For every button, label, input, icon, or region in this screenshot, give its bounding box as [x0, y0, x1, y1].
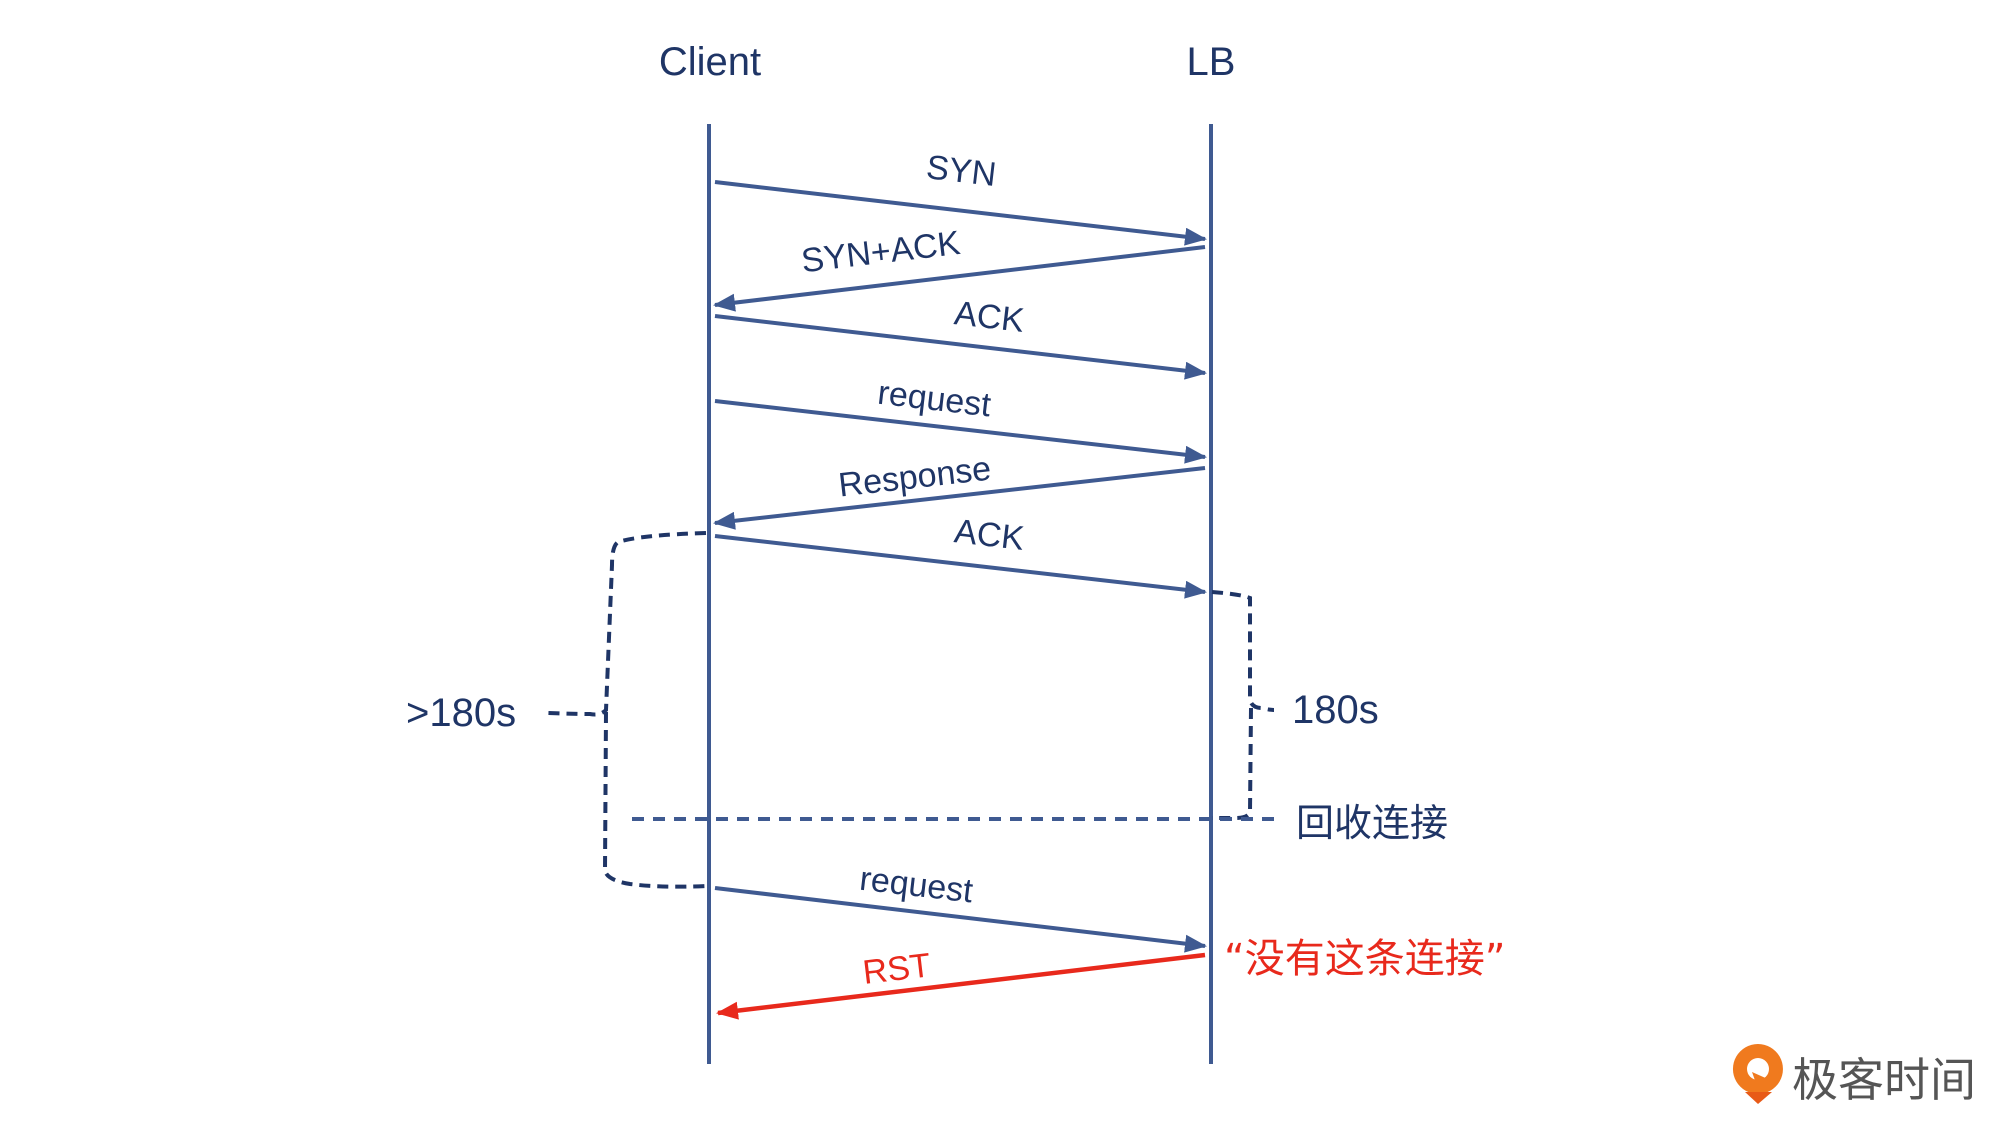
message-request-2: request: [714, 860, 1207, 953]
message-label: ACK: [952, 294, 1026, 340]
geektime-logo-text: 极客时间: [1792, 1053, 1976, 1107]
message-label: RST: [861, 946, 933, 992]
client-timeout-bracket: [547, 531, 707, 889]
message-syn-ack: SYN+ACK: [713, 224, 1206, 312]
reclaim-label: 回收连接: [1296, 801, 1448, 845]
message-label: request: [876, 374, 994, 425]
message-ack-1: ACK: [714, 294, 1207, 380]
message-label: SYN+ACK: [799, 224, 962, 280]
message-request-1: request: [714, 374, 1207, 464]
message-label: ACK: [952, 512, 1026, 558]
participant-lb: LB: [1187, 40, 1236, 84]
participant-client: Client: [659, 40, 761, 84]
message-syn: SYN: [714, 148, 1207, 246]
message-label: SYN: [924, 148, 998, 194]
lb-timeout-label: 180s: [1292, 688, 1379, 732]
geektime-logo-icon: [1732, 1044, 1783, 1104]
message-label: request: [858, 860, 976, 911]
no-connection-label: “没有这条连接”: [1224, 936, 1505, 982]
lb-timeout-bracket: [1211, 590, 1275, 820]
message-ack-2: ACK: [714, 512, 1207, 599]
client-timeout-label: >180s: [406, 691, 516, 735]
message-rst: RST: [716, 946, 1206, 1020]
